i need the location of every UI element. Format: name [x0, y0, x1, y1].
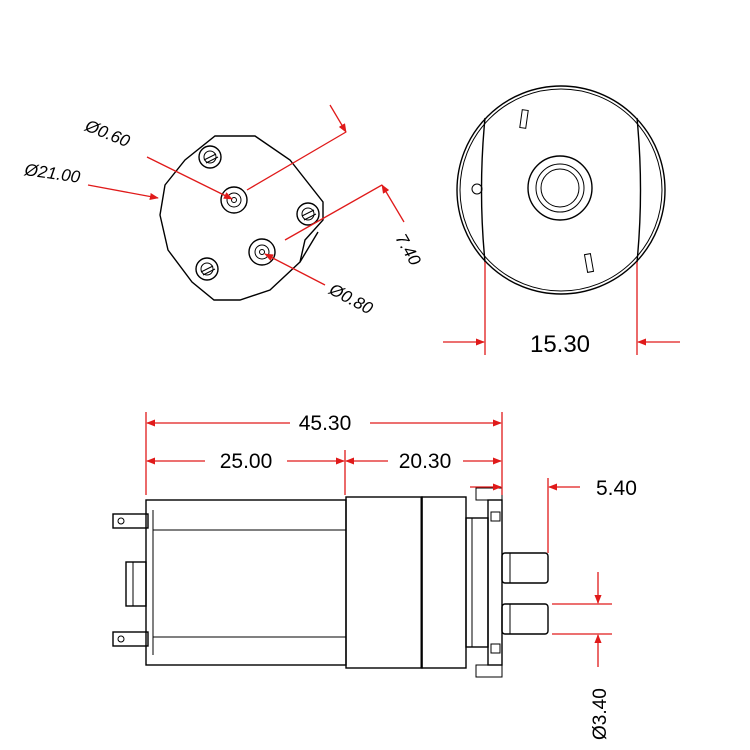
leader-hole-large: [264, 253, 326, 286]
extension-offset-a: [246, 131, 347, 191]
label-flat-width: 15.30: [530, 331, 590, 358]
side-view-dimensions: [145, 412, 612, 667]
label-offset: 7.40: [392, 231, 425, 270]
front-view-body-outline: [159, 135, 324, 301]
pump-flange: [487, 499, 503, 666]
label-motor-length: 25.00: [220, 450, 273, 473]
leader-hole-small: [146, 156, 233, 200]
nozzle-bottom: [501, 603, 549, 635]
screw-bottom-left: [195, 257, 219, 281]
rear-vent-hole: [471, 183, 483, 195]
label-nozzle-diameter: Ø3.40: [590, 688, 611, 740]
side-view: [112, 487, 549, 678]
terminal-bottom: [112, 631, 149, 647]
leader-body-diameter: [87, 184, 159, 201]
pump-plate: [465, 517, 489, 648]
label-overall-length: 45.30: [299, 412, 352, 435]
arrow-offset-a: [329, 104, 347, 133]
rear-view-outline: [456, 85, 666, 295]
rear-flat-right: [636, 117, 642, 263]
screw-top-left: [198, 145, 222, 169]
label-hole-small: Ø0.60: [82, 116, 133, 152]
front-view: [159, 135, 324, 301]
arrow-offset-b: [381, 184, 405, 223]
label-body-diameter: Ø21.00: [22, 160, 81, 187]
screw-right: [296, 202, 320, 226]
front-view-dimensions: [87, 104, 405, 286]
port-small: [220, 186, 248, 214]
label-pump-length: 20.30: [399, 450, 452, 473]
port-large: [248, 238, 276, 266]
rear-view-dimensions: [443, 262, 680, 355]
motor-end-boss: [125, 561, 147, 607]
label-nozzle-length: 5.40: [596, 477, 637, 500]
extension-offset-b: [284, 184, 383, 241]
rear-view: [456, 85, 666, 295]
label-hole-large: Ø0.80: [325, 279, 376, 318]
rear-terminal-top: [519, 109, 529, 129]
nozzle-top: [501, 552, 549, 584]
motor-body: [145, 499, 347, 666]
pump-housing: [345, 496, 423, 669]
rear-terminal-bottom: [583, 253, 595, 273]
pump-cover: [421, 496, 467, 669]
rear-shaft-outer: [527, 155, 593, 221]
terminal-top: [112, 513, 149, 529]
